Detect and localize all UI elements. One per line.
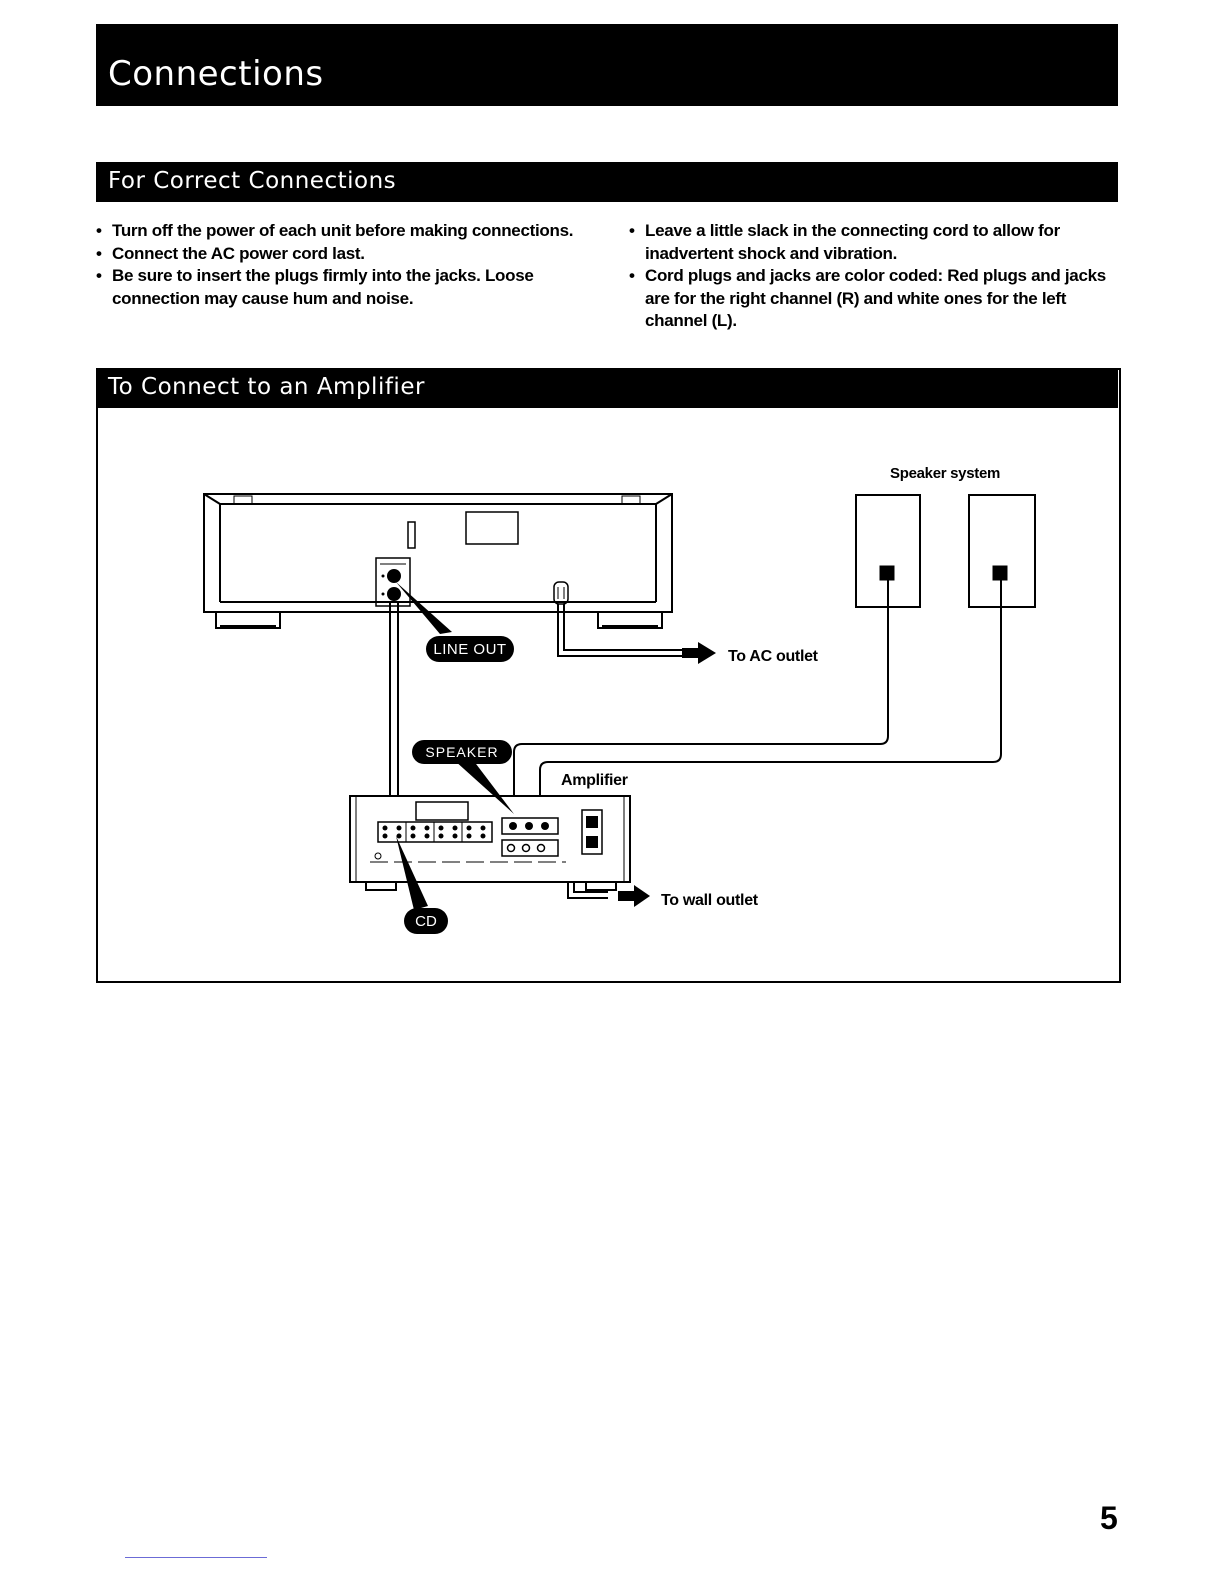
footer-rule xyxy=(125,1557,267,1558)
bullet-list-left: Turn off the power of each unit before m… xyxy=(96,220,576,310)
page-number: 5 xyxy=(1100,1500,1118,1536)
ac-outlet-label: To AC outlet xyxy=(728,648,819,665)
amplifier-jacks xyxy=(382,816,598,848)
arrow-icon xyxy=(682,642,716,664)
amplifier-label: Amplifier xyxy=(561,772,628,789)
cd-player-illustration xyxy=(203,493,673,629)
callout-speaker: SPEAKER xyxy=(412,740,512,764)
speaker-illustration xyxy=(855,494,1036,608)
list-item: Cord plugs and jacks are color coded: Re… xyxy=(629,265,1129,333)
page-title-bar: Connections xyxy=(96,24,1118,106)
section-heading-correct-connections: For Correct Connections xyxy=(96,162,1118,202)
amplifier-illustration xyxy=(349,795,631,891)
list-item: Leave a little slack in the connecting c… xyxy=(629,220,1129,265)
callout-label: LINE OUT xyxy=(433,641,506,658)
bullet-list-right: Leave a little slack in the connecting c… xyxy=(629,220,1129,333)
section-heading-text: To Connect to an Amplifier xyxy=(108,374,425,400)
section-heading-text: For Correct Connections xyxy=(108,168,397,194)
connection-diagram: LINE OUT SPEAKER CD Speaker system To AC… xyxy=(203,465,1036,934)
list-item: Turn off the power of each unit before m… xyxy=(96,220,576,243)
speaker-system-label: Speaker system xyxy=(890,465,1000,482)
list-item: Be sure to insert the plugs firmly into … xyxy=(96,265,576,310)
connection-diagram-frame: LINE OUT SPEAKER CD Speaker system To AC… xyxy=(96,368,1121,983)
pointer-wedges xyxy=(396,582,514,910)
page-title: Connections xyxy=(108,54,324,94)
callout-line-out: LINE OUT xyxy=(426,636,514,662)
list-item: Connect the AC power cord last. xyxy=(96,243,576,266)
callout-label: CD xyxy=(415,913,437,930)
section-heading-amplifier: To Connect to an Amplifier xyxy=(96,368,1118,408)
callout-label: SPEAKER xyxy=(425,744,498,760)
arrow-icon xyxy=(618,885,650,907)
line-out-jacks xyxy=(381,569,401,601)
wall-outlet-label: To wall outlet xyxy=(661,892,759,909)
callout-cd: CD xyxy=(404,908,448,934)
